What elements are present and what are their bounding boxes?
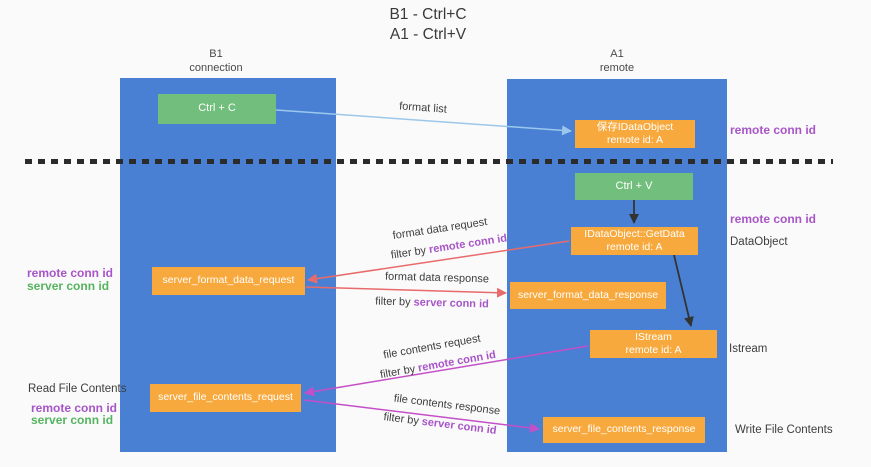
filter-prefix: filter by [382,411,420,428]
filter-prefix: filter by [390,244,427,262]
annotation-left-format-server-conn-id: server conn id [27,279,110,293]
istream-line1: IStream [635,330,672,343]
server-file-contents-response-label: server_file_contents_response [552,423,696,436]
server-format-data-request-label: server_format_data_request [162,274,295,287]
lane-b1-sub: connection [189,61,243,74]
filter-prefix: filter by [379,363,417,382]
node-ctrl-c: Ctrl + C [158,94,276,124]
annotation-write-file-contents: Write File Contents [735,424,833,436]
title-line-1: B1 - Ctrl+C [389,6,467,23]
node-server-format-data-response: server_format_data_response [510,282,666,309]
annotation-istream: Istream [729,343,768,355]
node-server-format-data-request: server_format_data_request [152,267,305,295]
filter-key-server-conn-id: server conn id [413,296,489,311]
filter-key-server-conn-id: server conn id [421,415,498,437]
annotation-dataobject: DataObject [730,236,788,248]
save-idataobject-line2: remote id: A [606,134,664,146]
getdata-line1: IDataObject::GetData [584,227,685,240]
lane-b1-name: B1 [209,48,223,60]
save-idataobject-line1: 保存IDataObject [596,120,674,133]
copy-paste-separator-dashed-line [25,159,833,164]
getdata-line2: remote id: A [606,241,663,253]
annotation-left-file-remote-conn-id: remote conn id [31,401,118,415]
filter-key-remote-conn-id: remote conn id [428,232,508,256]
annotation-left-format-remote-conn-id: remote conn id [27,266,114,280]
annotation-read-file-contents: Read File Contents [28,383,127,395]
istream-line2: remote id: A [625,344,682,356]
lane-a1-sub: remote [599,61,635,74]
node-save-idataobject: 保存IDataObject remote id: A [575,120,695,148]
diagram-title: B1 - Ctrl+C A1 - Ctrl+V [389,5,466,46]
ctrl-c-label: Ctrl + C [198,102,236,115]
edge-label-format-list: format list [398,100,448,116]
edge-label-format-data-response: format data response [384,270,490,286]
node-server-file-contents-response: server_file_contents_response [543,417,705,443]
annotation-remote-conn-id-save: remote conn id [730,123,817,137]
annotation-remote-conn-id-paste: remote conn id [730,212,817,226]
lane-header-b1: B1 connection [189,48,242,76]
title-line-2: A1 - Ctrl+V [389,26,467,44]
format-data-response-arrow [305,286,507,298]
node-ctrl-v: Ctrl + V [575,173,693,200]
lane-header-a1: A1 remote [600,48,634,76]
server-file-contents-request-label: server_file_contents_request [158,391,293,404]
annotation-left-file-server-conn-id: server conn id [31,413,114,427]
filter-prefix: filter by [375,295,411,309]
node-istream: IStream remote id: A [590,330,717,358]
lane-a1-name: A1 [610,48,624,60]
ctrl-v-label: Ctrl + V [615,179,653,192]
node-idataobject-getdata: IDataObject::GetData remote id: A [571,227,698,255]
server-format-data-response-label: server_format_data_response [517,288,659,301]
node-server-file-contents-request: server_file_contents_request [150,384,301,412]
